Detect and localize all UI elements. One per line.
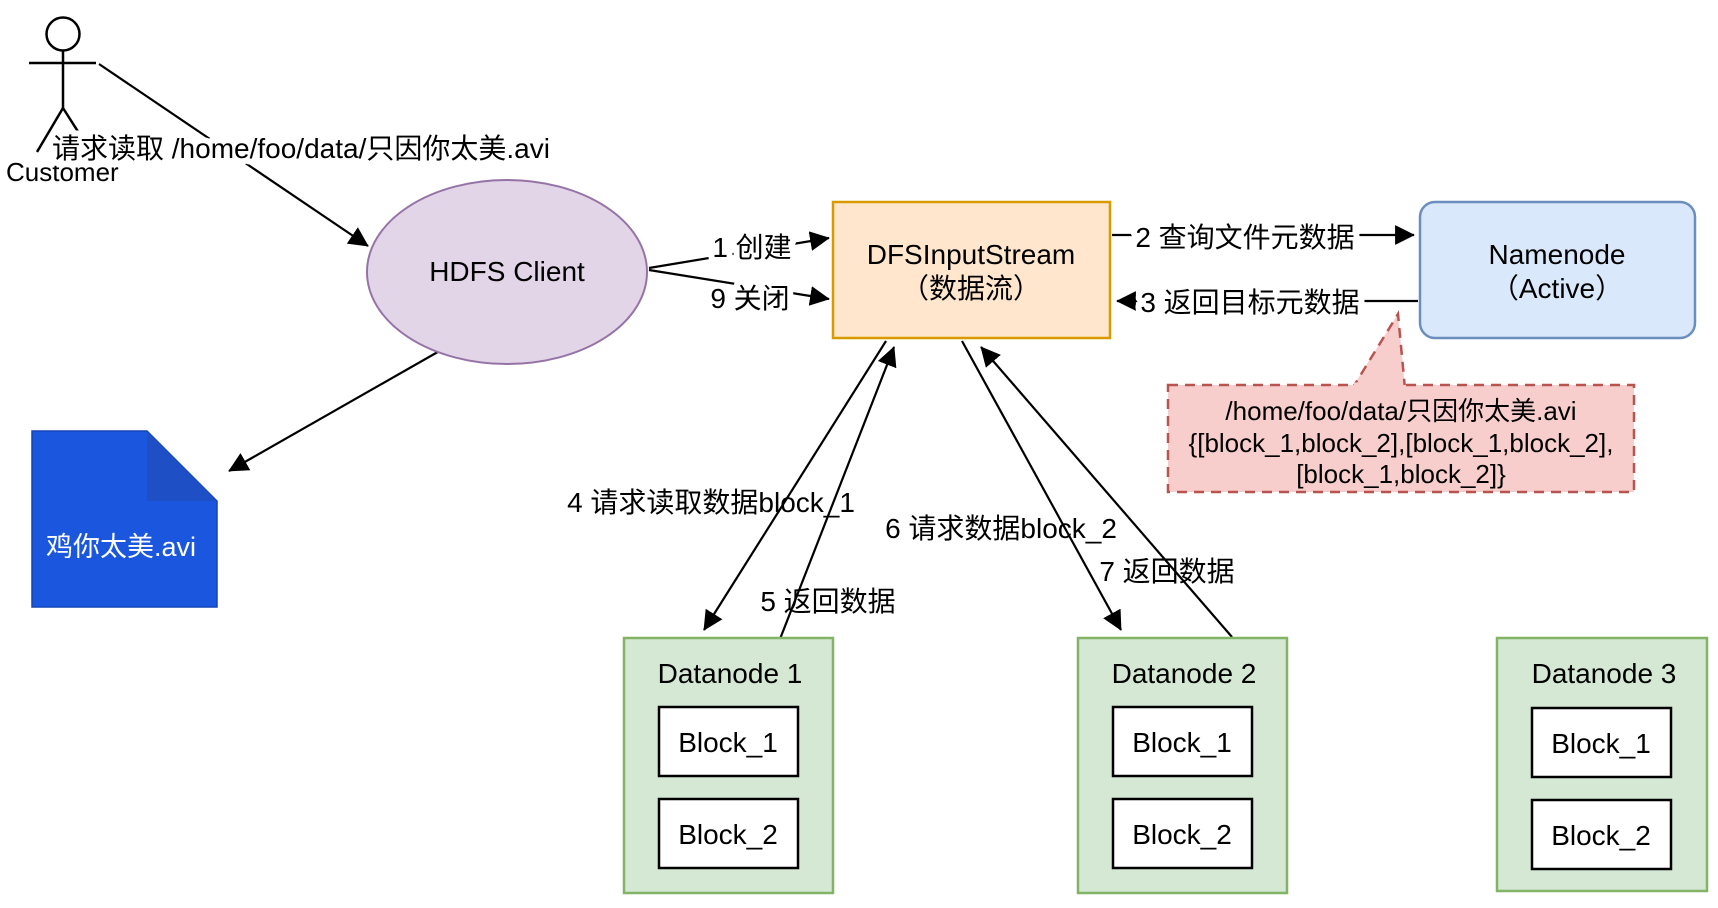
flow-label-7: 7 返回数据 [1099, 556, 1234, 587]
datanode-3-block-1-box [1530, 706, 1673, 779]
metadata-callout: /home/foo/data/只因你太美.avi {[block_1,block… [1166, 310, 1636, 494]
actor-leg-left [35, 107, 65, 153]
callout-tail-border [1350, 310, 1407, 390]
file-doc-fold [147, 431, 217, 501]
datanode-1: Datanode 1 Block_1 Block_2 [622, 636, 835, 895]
callout-line2: {[block_1,block_2],[block_1,block_2], [1189, 428, 1614, 458]
callout-line1: /home/foo/data/只因你太美.avi [1225, 396, 1576, 426]
datanode-1-title: Datanode 1 [658, 658, 803, 689]
datanode-1-block-2-label: Block_2 [678, 819, 778, 850]
callout-junction-cover [1354, 382, 1403, 389]
hdfs-client-node [366, 179, 648, 365]
flow-label-1: 1 创建 [712, 232, 791, 263]
callout-body [1166, 383, 1636, 494]
actor-head [45, 16, 81, 52]
actor-leg-right [61, 107, 93, 153]
datanode-3: Datanode 3 Block_1 Block_2 [1495, 636, 1709, 893]
dfs-input-stream-label-line1: DFSInputStream [867, 239, 1076, 270]
request-arrow [98, 63, 369, 247]
datanode-3-block-2-box [1530, 798, 1673, 871]
datanode-2-block-2-box [1111, 797, 1254, 870]
datanode-3-title: Datanode 3 [1532, 658, 1677, 689]
dfs-input-stream-label-line2: （数据流） [901, 273, 1041, 304]
flow-label-9: 9 关闭 [710, 283, 789, 314]
flow-label-6: 6 请求数据block_2 [885, 513, 1117, 544]
arrow-1-create [648, 231, 830, 270]
arrow-7-return-data [980, 346, 1233, 638]
flow-label-2: 2 查询文件元数据 [1135, 222, 1354, 253]
flow-label-4: 4 请求读取数据block_1 [567, 487, 855, 518]
datanode-2: Datanode 2 Block_1 Block_2 [1076, 636, 1289, 895]
datanode-3-block-2-label: Block_2 [1551, 820, 1651, 851]
file-doc-label: 鸡你太美.avi [46, 532, 196, 562]
flow-label-3: 3 返回目标元数据 [1140, 287, 1359, 318]
datanode-2-block-1-label: Block_1 [1132, 727, 1232, 758]
arrow-9-close [648, 268, 830, 306]
datanode-2-block-2-label: Block_2 [1132, 819, 1232, 850]
datanode-1-block-1-label: Block_1 [678, 727, 778, 758]
client-to-file-arrow [228, 348, 444, 472]
request-label: 请求读取 /home/foo/data/只因你太美.avi [52, 133, 550, 164]
datanode-3-block-1-label: Block_1 [1551, 728, 1651, 759]
namenode-label-line1: Namenode [1489, 239, 1626, 270]
callout-line3: [block_1,block_2]} [1296, 459, 1506, 489]
file-doc-page [31, 430, 218, 608]
datanode-1-block-1-box [657, 705, 800, 778]
flow-label-5: 5 返回数据 [760, 586, 895, 617]
dfs-input-stream-node [831, 200, 1112, 340]
datanode-2-block-1-box [1111, 705, 1254, 778]
datanode-2-title: Datanode 2 [1112, 658, 1257, 689]
file-doc-icon: 鸡你太美.avi [31, 430, 218, 608]
namenode-label-line2: （Active） [1491, 273, 1623, 304]
customer-label: Customer [6, 157, 119, 187]
arrow-6-read-block2 [961, 340, 1122, 631]
arrow-5-return-data [778, 346, 897, 640]
namenode-node [1418, 200, 1697, 340]
datanode-1-block-2-box [657, 797, 800, 870]
callout-tail [1352, 314, 1405, 388]
arrow-4-read-block1 [703, 340, 887, 631]
customer-actor [29, 16, 96, 153]
hdfs-client-label: HDFS Client [429, 256, 585, 287]
